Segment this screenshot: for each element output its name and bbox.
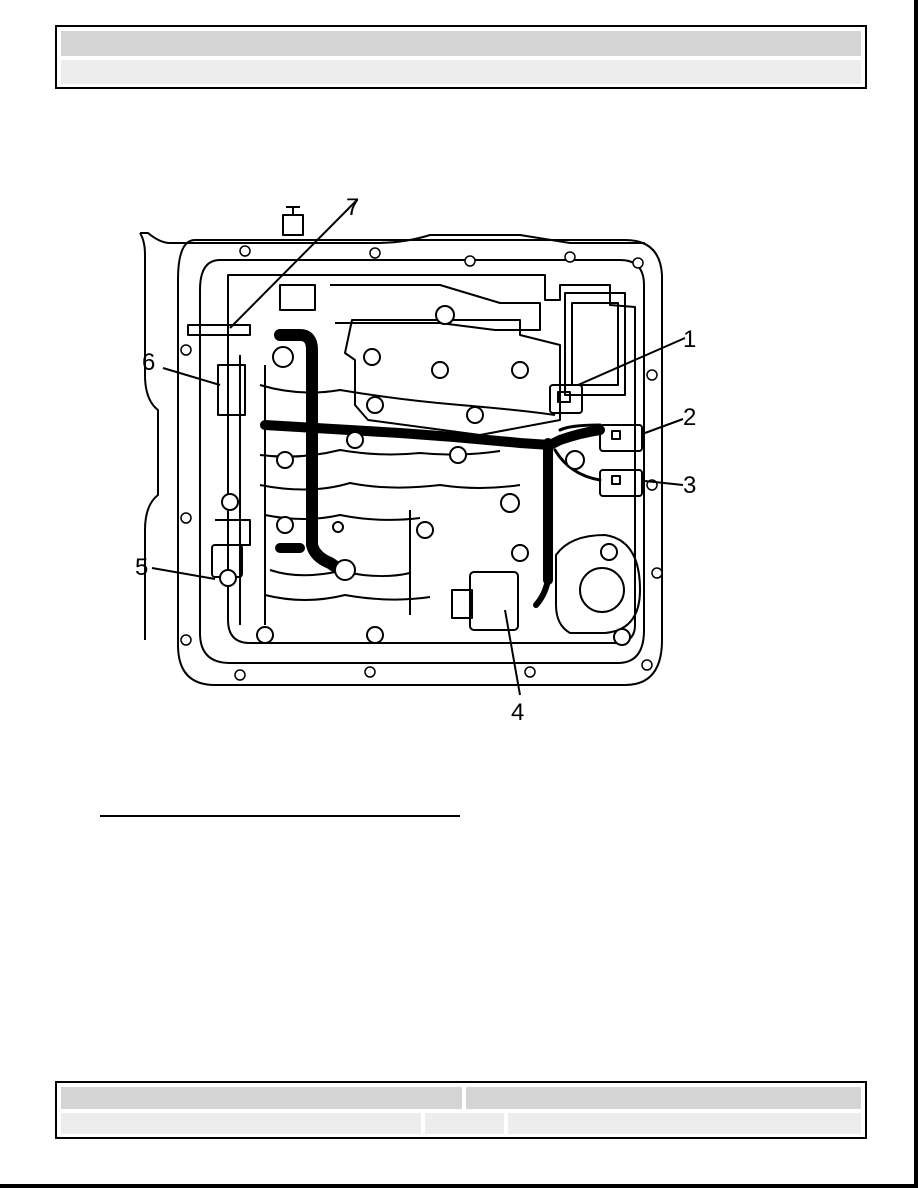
leader-line-3 bbox=[644, 480, 684, 486]
footer-cell-right-bottom bbox=[507, 1112, 862, 1135]
leader-line-4 bbox=[504, 609, 521, 696]
document-footer bbox=[55, 1081, 867, 1139]
header-subtitle-bar bbox=[60, 59, 862, 85]
diagram-svg: 7 6 1 2 3 4 5 bbox=[135, 194, 696, 726]
header-title bbox=[61, 36, 67, 52]
caption-rule bbox=[100, 815, 460, 817]
callout-label-3: 3 bbox=[683, 472, 696, 499]
footer-cell-middle-bottom bbox=[424, 1112, 505, 1135]
callout-label-7: 7 bbox=[346, 194, 359, 221]
leader-line-7 bbox=[229, 199, 358, 329]
document-header bbox=[55, 25, 867, 89]
header-title-bar bbox=[60, 30, 862, 57]
leader-line-6 bbox=[162, 367, 221, 386]
leader-line-2 bbox=[644, 418, 684, 434]
callout-label-5: 5 bbox=[135, 554, 148, 581]
callout-label-1: 1 bbox=[683, 326, 696, 353]
header-subtitle bbox=[61, 65, 67, 81]
leader-line-1 bbox=[577, 337, 686, 386]
leader-line-5 bbox=[151, 567, 216, 580]
callout-label-4: 4 bbox=[511, 699, 524, 725]
footer-cell-right-top bbox=[465, 1086, 862, 1110]
valve-body-wiring-diagram: 7 6 1 2 3 4 5 bbox=[100, 185, 820, 726]
footer-cell-left-top bbox=[60, 1086, 463, 1110]
callout-label-2: 2 bbox=[683, 404, 696, 431]
callout-label-6: 6 bbox=[142, 349, 155, 376]
footer-cell-left-bottom bbox=[60, 1112, 422, 1135]
